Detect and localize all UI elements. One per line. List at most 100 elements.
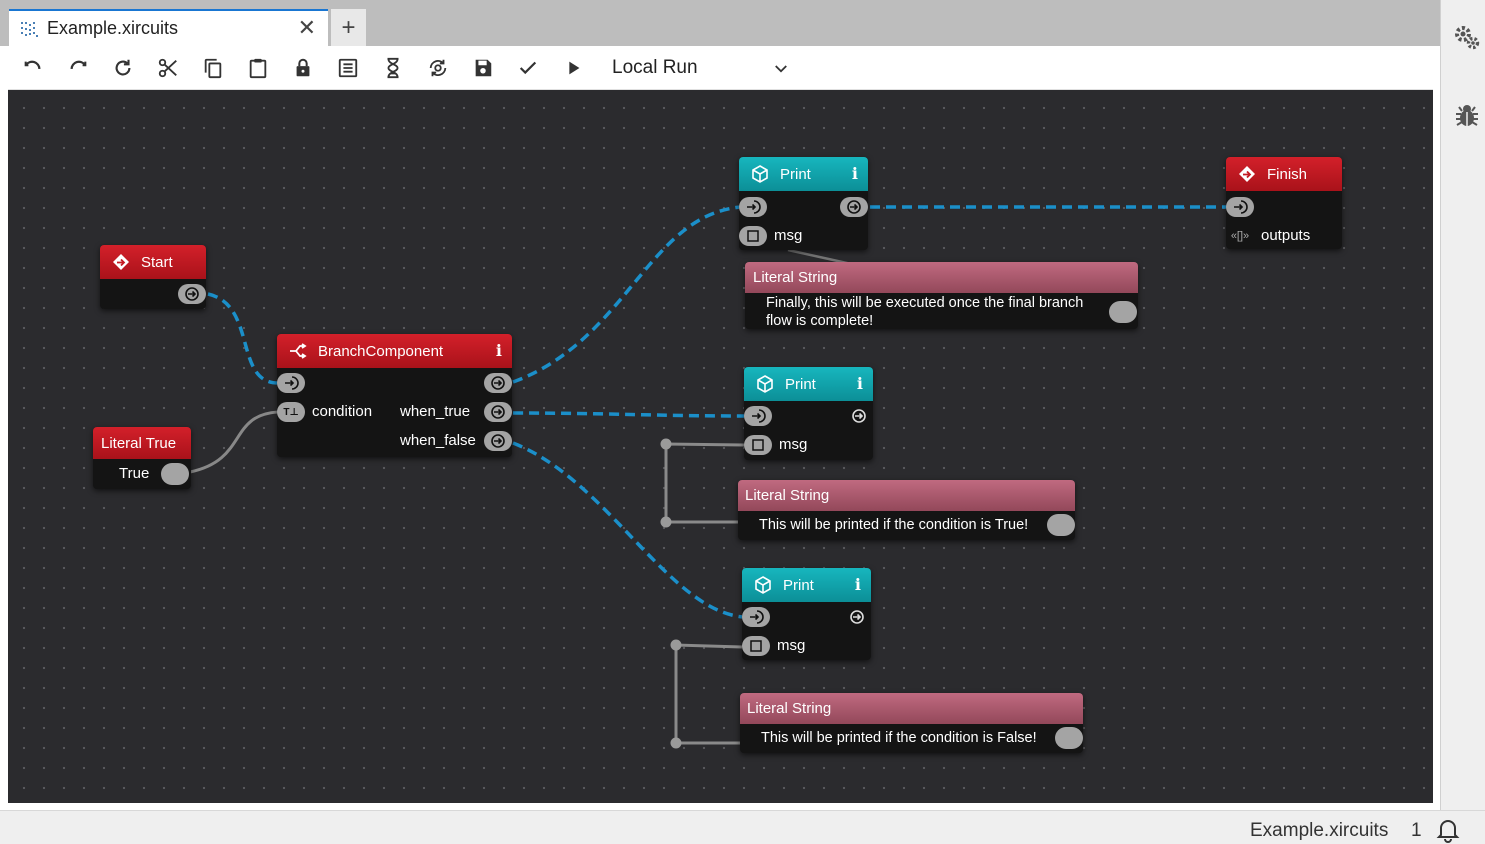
save-icon[interactable] bbox=[469, 54, 497, 82]
bug-icon[interactable] bbox=[1453, 102, 1481, 130]
literal-string-value-line1: Finally, this will be executed once the … bbox=[766, 295, 1084, 311]
port-in-flow[interactable] bbox=[744, 406, 772, 426]
reroute-point bbox=[670, 639, 682, 651]
node-literal-true-header: Literal True bbox=[93, 427, 191, 459]
status-notification-count: 1 bbox=[1411, 820, 1422, 841]
port-out-value[interactable] bbox=[1055, 727, 1083, 749]
flow-link-start-branch bbox=[207, 292, 281, 385]
node-literal-string-title: Literal String bbox=[745, 487, 830, 504]
copy-icon[interactable] bbox=[199, 54, 227, 82]
literal-string-value: This will be printed if the condition is… bbox=[761, 730, 1037, 746]
node-literal-string-title: Literal String bbox=[753, 269, 838, 286]
workflow-canvas[interactable]: Start Literal True True BranchComponent … bbox=[8, 90, 1433, 803]
node-print-header: Print i bbox=[744, 367, 873, 401]
hourglass-icon[interactable] bbox=[379, 54, 407, 82]
port-out-value[interactable] bbox=[161, 463, 189, 485]
node-branch-header: BranchComponent i bbox=[277, 334, 512, 368]
node-print-header: Print i bbox=[739, 157, 868, 191]
node-start-title: Start bbox=[141, 253, 173, 271]
reload-icon[interactable] bbox=[109, 54, 137, 82]
node-literal-string-header: Literal String bbox=[745, 262, 1138, 293]
port-out-value[interactable] bbox=[1047, 514, 1075, 536]
node-print-1[interactable]: Print i msg bbox=[739, 157, 868, 250]
port-in-flow[interactable] bbox=[1226, 197, 1254, 217]
port-condition-label: condition bbox=[312, 403, 373, 420]
node-finish[interactable]: Finish «[]» outputs bbox=[1226, 157, 1342, 249]
node-print-3[interactable]: Print i msg bbox=[742, 568, 871, 660]
port-out-when-true[interactable] bbox=[484, 402, 512, 422]
node-print-title: Print bbox=[783, 576, 814, 594]
port-in-condition[interactable]: T⊥ bbox=[277, 402, 305, 422]
add-tab-button[interactable]: + bbox=[331, 9, 366, 46]
chevron-down-icon bbox=[775, 65, 787, 73]
port-out-when-false[interactable] bbox=[484, 431, 512, 451]
port-out-flow[interactable] bbox=[840, 197, 868, 217]
links-layer bbox=[189, 205, 1227, 749]
node-literal-string-header: Literal String bbox=[738, 480, 1075, 511]
node-branch-component[interactable]: BranchComponent i T⊥ condition when_true… bbox=[277, 334, 512, 457]
info-icon[interactable]: i bbox=[495, 341, 502, 360]
reroute-point bbox=[670, 737, 682, 749]
run-mode-label: Local Run bbox=[612, 57, 698, 78]
port-out-flow[interactable] bbox=[484, 373, 512, 393]
port-in-flow[interactable] bbox=[277, 373, 305, 393]
node-literal-string-2[interactable]: Literal String This will be printed if t… bbox=[738, 480, 1075, 540]
node-print-header: Print i bbox=[742, 568, 871, 602]
info-icon[interactable]: i bbox=[851, 164, 858, 183]
finish-icon bbox=[1239, 166, 1255, 182]
port-when-true-label: when_true bbox=[400, 403, 471, 420]
tab-bar: Example.xircuits ✕ + bbox=[0, 0, 1440, 46]
port-in-outputs[interactable]: «[]» bbox=[1230, 230, 1250, 242]
compile-icon[interactable] bbox=[424, 54, 452, 82]
data-link-lit3-print3 bbox=[674, 643, 748, 745]
node-start-header: Start bbox=[100, 245, 206, 279]
flow-link-branch-print1 bbox=[512, 205, 742, 384]
info-icon[interactable]: i bbox=[854, 575, 861, 594]
node-branch-title: BranchComponent bbox=[318, 342, 444, 360]
node-start[interactable]: Start bbox=[100, 245, 206, 309]
port-out-value[interactable] bbox=[1109, 301, 1137, 323]
port-when-false-label: when_false bbox=[400, 432, 476, 449]
paste-icon[interactable] bbox=[244, 54, 272, 82]
branch-icon bbox=[290, 343, 307, 359]
node-literal-string-header: Literal String bbox=[740, 693, 1083, 724]
reroute-point bbox=[660, 438, 672, 450]
port-msg-label: msg bbox=[777, 637, 806, 654]
literal-string-value: This will be printed if the condition is… bbox=[759, 517, 1029, 533]
node-literal-true[interactable]: Literal True True bbox=[93, 427, 191, 489]
port-in-msg[interactable] bbox=[744, 435, 772, 455]
port-in-flow[interactable] bbox=[742, 607, 770, 627]
tab-example-xircuits[interactable]: Example.xircuits ✕ bbox=[9, 9, 328, 46]
port-out-flow[interactable] bbox=[845, 406, 873, 426]
port-out-flow[interactable] bbox=[843, 607, 871, 627]
close-icon[interactable]: ✕ bbox=[297, 15, 316, 40]
lock-icon[interactable] bbox=[289, 54, 317, 82]
redo-icon[interactable] bbox=[64, 54, 92, 82]
port-msg-label: msg bbox=[779, 436, 808, 453]
reroute-point bbox=[660, 516, 672, 528]
bell-icon[interactable] bbox=[1435, 817, 1461, 843]
log-icon[interactable] bbox=[334, 54, 362, 82]
run-icon[interactable] bbox=[559, 54, 587, 82]
xircuits-file-icon bbox=[19, 19, 39, 39]
gears-icon[interactable] bbox=[1453, 24, 1481, 52]
toolbar: Local Run bbox=[8, 46, 1433, 90]
port-in-msg[interactable] bbox=[739, 226, 767, 246]
node-finish-title: Finish bbox=[1267, 165, 1308, 183]
check-icon[interactable] bbox=[514, 54, 542, 82]
port-in-flow[interactable] bbox=[739, 197, 767, 217]
tab-title: Example.xircuits bbox=[47, 18, 179, 38]
cube-icon bbox=[757, 375, 773, 393]
cube-icon bbox=[755, 576, 771, 594]
node-print-2[interactable]: Print i msg bbox=[744, 367, 873, 460]
port-out-flow[interactable] bbox=[178, 284, 206, 304]
undo-icon[interactable] bbox=[19, 54, 47, 82]
status-bar: Example.xircuits 1 bbox=[0, 810, 1485, 844]
info-icon[interactable]: i bbox=[856, 374, 863, 393]
node-literal-string-1[interactable]: Literal String Finally, this will be exe… bbox=[745, 262, 1138, 329]
cut-icon[interactable] bbox=[154, 54, 182, 82]
run-mode-select[interactable]: Local Run bbox=[604, 52, 790, 84]
start-icon bbox=[113, 254, 129, 270]
port-in-msg[interactable] bbox=[742, 636, 770, 656]
node-literal-string-3[interactable]: Literal String This will be printed if t… bbox=[740, 693, 1083, 753]
